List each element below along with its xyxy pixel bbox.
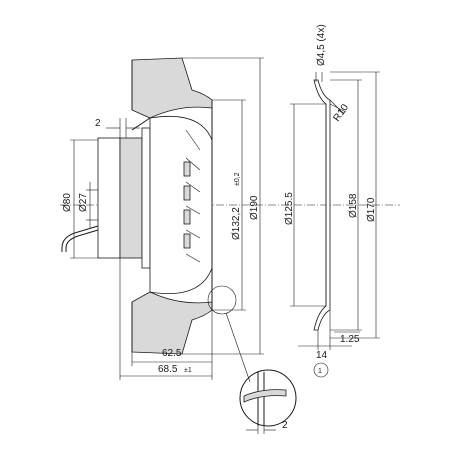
- cable: [65, 229, 99, 252]
- dim-len-68-5: 68.5 ±1: [119, 258, 213, 380]
- dim-dia-27: Ø27: [78, 182, 98, 228]
- detail-circle: [207, 285, 237, 315]
- dim-dia-80-label: Ø80: [62, 193, 73, 212]
- impeller-shroud-bottom: [131, 291, 213, 355]
- dim-len-1-25: 1.25: [334, 331, 360, 345]
- dim-dia-80: Ø80: [62, 139, 98, 259]
- dim-len-68-5-tolerance: ±1: [184, 367, 192, 374]
- motor-stator: [97, 137, 121, 259]
- dim-radius-r10-label: R10: [331, 102, 351, 124]
- dim-hole-4-5: Ø4,5 (4x): [316, 24, 327, 66]
- dim-dia-170: Ø170: [330, 71, 380, 339]
- dim-gap-2: 2: [95, 118, 140, 138]
- detail-marker-label: 1: [318, 368, 322, 375]
- dim-len-14: 14: [298, 310, 352, 361]
- rotor-flange: [141, 127, 151, 269]
- dim-hole-4-5-label: Ø4,5 (4x): [316, 24, 327, 66]
- detail-flange: [243, 389, 287, 403]
- dim-dia-170-label: Ø170: [366, 197, 377, 222]
- detail-leader: [225, 312, 251, 383]
- dim-len-68-5-label: 68.5: [158, 364, 178, 375]
- dim-dia-125-5-label: Ø125.5: [284, 192, 295, 225]
- dim-radius-r10: R10: [331, 102, 351, 124]
- fan-side-view: [60, 57, 400, 383]
- dim-dia-190: Ø190: [182, 57, 264, 355]
- detail-marker-circle: [313, 362, 329, 378]
- dim-len-1-25-label: 1.25: [340, 334, 360, 345]
- motor-rotor: [119, 137, 143, 259]
- dim-dia-132-tolerance: ±0,2: [234, 172, 241, 186]
- dim-len-14-label: 14: [316, 350, 328, 361]
- dim-len-62-5: 62.5: [131, 310, 213, 366]
- detail-view-circle: [239, 369, 297, 427]
- dim-dia-158: Ø158: [330, 79, 362, 331]
- dim-gap-2-label: 2: [95, 118, 101, 129]
- mounting-ring-view: [313, 72, 347, 331]
- dim-len-62-5-label: 62.5: [162, 348, 182, 359]
- impeller-shroud-top: [131, 57, 213, 119]
- detail-marker: 1: [313, 362, 329, 378]
- dim-dia-27-label: Ø27: [78, 193, 89, 212]
- detail-dim-2-label: 2: [282, 420, 288, 431]
- impeller-blades: [183, 129, 201, 263]
- detail-view: 2: [239, 369, 297, 434]
- dim-dia-132: Ø132,2 ±0,2: [212, 99, 246, 311]
- dim-dia-190-label: Ø190: [249, 195, 260, 220]
- impeller-hub: [149, 115, 213, 294]
- dim-dia-125-5: Ø125.5: [284, 103, 326, 307]
- cable-outline: [61, 225, 99, 252]
- dim-dia-158-label: Ø158: [348, 193, 359, 218]
- dim-dia-132-label: Ø132,2: [231, 207, 242, 240]
